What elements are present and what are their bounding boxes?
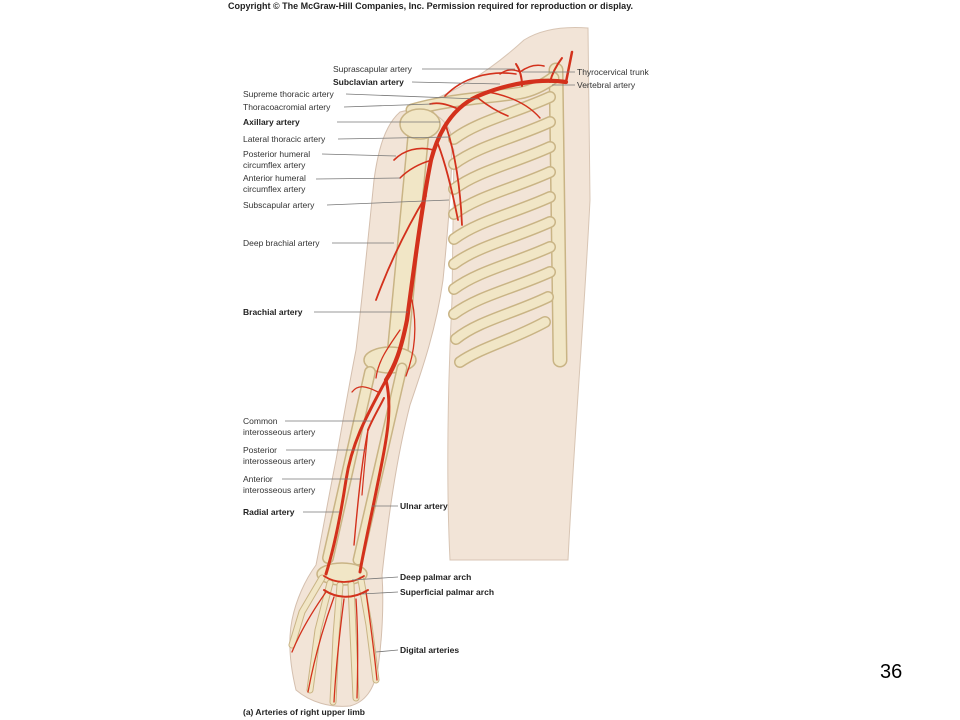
label-line: interosseous artery xyxy=(243,484,316,495)
label-anterior-humeral-circumflex-artery: Anterior humeral circumflex artery xyxy=(243,173,306,194)
slide-page-number: 36 xyxy=(880,661,903,683)
label-common-interosseous-artery: Common interosseous artery xyxy=(243,416,315,437)
leader-lines xyxy=(282,68,575,653)
label-vertebral-artery: Vertebral artery xyxy=(577,80,636,90)
label-thyrocervical-trunk: Thyrocervical trunk xyxy=(577,67,649,77)
humerus xyxy=(363,108,441,374)
ribs-fill xyxy=(449,92,555,367)
anterior-interosseous-artery xyxy=(353,429,369,546)
lateral-thoracic-artery xyxy=(445,125,463,226)
middle-finger-bones xyxy=(330,582,343,705)
ring-finger-bones xyxy=(348,581,359,701)
rib xyxy=(449,242,555,294)
humerus-head xyxy=(399,108,441,140)
thumb-bones xyxy=(289,575,325,648)
leader-line-supreme-thoracic xyxy=(345,93,479,100)
label-radial-artery: Radial artery xyxy=(243,507,295,517)
leader-line-subclavian xyxy=(411,81,501,85)
rib-cage xyxy=(448,91,556,368)
leader-line-digital xyxy=(375,649,399,653)
label-subclavian-artery: Subclavian artery xyxy=(333,77,404,87)
vertebral-artery xyxy=(549,57,563,83)
digital-artery-ring xyxy=(355,598,359,699)
digital-artery-index xyxy=(307,596,335,693)
label-posterior-interosseous-artery: Posterior interosseous artery xyxy=(243,445,315,466)
label-deep-palmar-arch: Deep palmar arch xyxy=(400,572,472,582)
deep-palmar-arch xyxy=(323,575,365,583)
label-posterior-humeral-circumflex-artery: Posterior humeral circumflex artery xyxy=(243,149,310,170)
superficial-palmar-arch xyxy=(323,589,369,598)
label-subscapular-artery: Subscapular artery xyxy=(243,200,315,210)
subscapular-artery xyxy=(437,143,459,221)
radial-collateral-artery xyxy=(375,329,401,379)
label-line: circumflex artery xyxy=(243,159,306,170)
thyrocervical-trunk xyxy=(515,63,523,87)
common-carotid-artery xyxy=(564,50,574,84)
label-line: Anterior humeral xyxy=(243,173,306,183)
radial-artery xyxy=(324,378,388,576)
label-line: Common xyxy=(243,416,278,426)
deep-brachial-artery xyxy=(375,195,427,301)
common-interosseous-artery xyxy=(367,397,385,431)
suprascapular-artery xyxy=(444,72,517,97)
arteries xyxy=(291,50,574,703)
leader-line-superficial-palmar-arch xyxy=(361,591,399,595)
humerus-shaft xyxy=(388,118,429,358)
label-line: Anterior xyxy=(243,474,273,484)
posterior-humeral-circumflex-artery xyxy=(393,147,435,161)
vertebral-column xyxy=(548,62,568,368)
rib xyxy=(449,217,555,269)
rib xyxy=(455,317,550,367)
label-brachial-artery: Brachial artery xyxy=(243,307,303,317)
thyrocervical-branch xyxy=(519,64,545,73)
rib xyxy=(449,92,555,144)
figure-caption: (a) Arteries of right upper limb xyxy=(243,707,366,717)
spine xyxy=(550,64,566,366)
label-thoracoacromial-artery: Thoracoacromial artery xyxy=(243,102,331,112)
label-line: Posterior humeral xyxy=(243,149,311,159)
radial-recurrent-artery xyxy=(351,386,379,393)
rib xyxy=(449,267,555,319)
copyright-notice: Copyright © The McGraw-Hill Companies, I… xyxy=(228,1,634,11)
label-line: interosseous artery xyxy=(243,455,316,466)
posterior-interosseous-artery xyxy=(361,429,369,496)
label-supreme-thoracic-artery: Supreme thoracic artery xyxy=(243,89,334,99)
label-ulnar-artery: Ulnar artery xyxy=(400,501,448,511)
leader-line-subscapular xyxy=(326,199,450,206)
digital-artery-thumb xyxy=(291,591,327,653)
label-suprascapular-artery: Suprascapular artery xyxy=(333,64,412,74)
ulna xyxy=(354,364,406,564)
rib xyxy=(449,192,555,244)
label-line: Posterior xyxy=(243,445,278,455)
label-lateral-thoracic-artery: Lateral thoracic artery xyxy=(243,134,326,144)
leader-line-posterior-humeral-circumflex xyxy=(321,153,397,157)
thoracic-branch xyxy=(487,91,541,119)
little-finger-bones xyxy=(358,577,379,683)
digital-artery-little xyxy=(365,591,378,681)
label-deep-brachial-artery: Deep brachial artery xyxy=(243,238,320,248)
label-axillary-artery: Axillary artery xyxy=(243,117,300,127)
leader-line-deep-palmar-arch xyxy=(351,576,399,581)
digital-artery-middle xyxy=(333,598,345,703)
rib xyxy=(451,292,553,344)
anterior-humeral-circumflex-artery xyxy=(399,159,433,179)
rib xyxy=(449,142,555,194)
leader-line-lateral-thoracic xyxy=(337,136,451,140)
finger-bones-fill xyxy=(289,575,379,705)
leader-line-anterior-humeral-circumflex xyxy=(315,177,401,180)
thoracoacromial-artery xyxy=(429,102,457,109)
label-line: interosseous artery xyxy=(243,426,316,437)
rib xyxy=(449,117,555,169)
leader-line-thoracoacromial xyxy=(343,103,433,108)
label-line: circumflex artery xyxy=(243,183,306,194)
label-superficial-palmar-arch: Superficial palmar arch xyxy=(400,587,495,597)
supreme-thoracic-artery xyxy=(477,97,509,117)
label-digital-arteries: Digital arteries xyxy=(400,645,460,655)
rib xyxy=(449,167,555,219)
label-anterior-interosseous-artery: Anterior interosseous artery xyxy=(243,474,315,495)
ulnar-collateral-artery xyxy=(405,299,416,377)
ulnar-artery xyxy=(358,378,391,574)
